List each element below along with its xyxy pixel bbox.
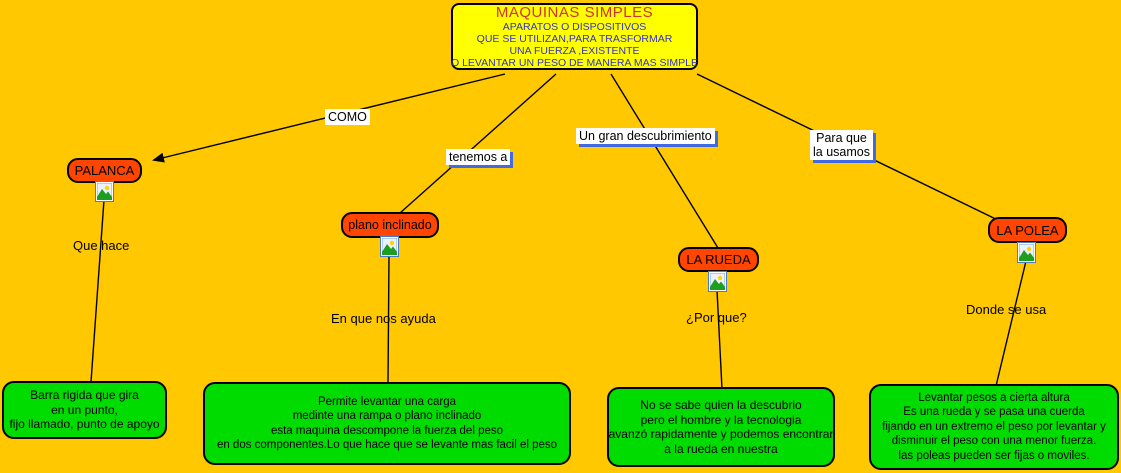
topic-node-plano-inclinado[interactable]: plano inclinado — [341, 212, 439, 238]
description-line: Permite levantar una carga — [317, 395, 457, 408]
description-line: en un punto, — [51, 402, 118, 417]
link-label-line: Para que — [816, 131, 867, 145]
description-line: Es una rueda y se pasa una cuerda — [903, 406, 1085, 419]
root-node-subtitle-line: UNA FUERZA ,EXISTENTE — [509, 45, 640, 57]
description-line: fijo llamado, punto de apoyo — [9, 417, 160, 432]
line-palanca-to-desc — [90, 199, 105, 383]
description-line: Levantar pesos a cierta altura — [918, 391, 1070, 404]
description-line: a la rueda en nuestra — [664, 441, 778, 456]
description-node-la-polea[interactable]: Levantar pesos a cierta altura Es una ru… — [869, 384, 1119, 470]
line-polea-to-desc — [995, 260, 1027, 387]
description-line: medinte una rampa o plano inclinado — [292, 410, 482, 422]
image-attachment-icon[interactable] — [1017, 242, 1036, 263]
root-node-maquinas-simples[interactable]: MAQUINAS SIMPLES APARATOS O DISPOSITIVOS… — [451, 3, 698, 70]
description-line: en dos componentes.Lo que hace que se le… — [216, 439, 558, 451]
link-label-por-que[interactable]: ¿Por que? — [686, 310, 747, 325]
image-icon-glyph — [382, 238, 397, 255]
link-label-como[interactable]: COMO — [325, 109, 370, 125]
description-node-plano-inclinado[interactable]: Permite levantar una carga medinte una r… — [203, 382, 571, 465]
image-icon-glyph — [1019, 244, 1034, 261]
image-attachment-icon[interactable] — [95, 181, 114, 202]
topic-node-palanca[interactable]: PALANCA — [67, 158, 142, 183]
link-label-tenemos-a[interactable]: tenemos a — [446, 149, 511, 165]
link-label-line: la usamos — [813, 145, 870, 159]
root-node-subtitle-line: O LEVANTAR UN PESO DE MANERA MAS SIMPLE — [451, 57, 699, 69]
topic-node-la-rueda[interactable]: LA RUEDA — [678, 247, 759, 272]
description-line: avanzó rapidamente y podemos encontrar — [608, 427, 834, 441]
description-node-la-rueda[interactable]: No se sabe quien la descubrio pero el ho… — [607, 387, 835, 467]
image-attachment-icon[interactable] — [380, 236, 399, 257]
root-node-subtitle-line: APARATOS O DISPOSITIVOS — [502, 21, 647, 33]
description-line: No se sabe quien la descubrio — [640, 398, 802, 412]
link-label-un-gran-descubrimiento[interactable]: Un gran descubrimiento — [576, 128, 715, 144]
line-root-to-rueda — [610, 73, 719, 249]
line-root-to-plano — [399, 73, 557, 214]
description-line: pero el hombre y la tecnologia — [640, 412, 802, 427]
link-label-para-que-la-usamos[interactable]: Para que la usamos — [810, 130, 873, 160]
description-line: las poleas pueden ser fijas o moviles. — [898, 449, 1090, 462]
link-label-que-hace[interactable]: Que hace — [73, 238, 130, 253]
description-line: Barra rigida que gira — [30, 388, 139, 403]
image-icon-glyph — [710, 273, 725, 290]
description-line: disminuir el peso con una menor fuerza. — [891, 435, 1097, 448]
image-icon-glyph — [97, 183, 112, 200]
root-node-subtitle-line: QUE SE UTILIZAN,PARA TRASFORMAR — [476, 33, 673, 45]
link-label-donde-se-usa[interactable]: Donde se usa — [966, 302, 1047, 317]
topic-node-la-polea[interactable]: LA POLEA — [988, 217, 1067, 243]
line-rueda-to-desc — [716, 289, 723, 390]
description-line: fijando en un extremo el peso por levant… — [882, 420, 1106, 433]
root-node-title: MAQUINAS SIMPLES — [495, 4, 654, 21]
image-attachment-icon[interactable] — [708, 271, 727, 292]
link-label-en-que-nos-ayuda[interactable]: En que nos ayuda — [331, 311, 436, 326]
line-plano-to-desc — [387, 254, 390, 384]
description-line: esta maquina descompone la fuerza del pe… — [270, 424, 504, 437]
description-node-palanca[interactable]: Barra rigida que gira en un punto, fijo … — [2, 381, 167, 439]
